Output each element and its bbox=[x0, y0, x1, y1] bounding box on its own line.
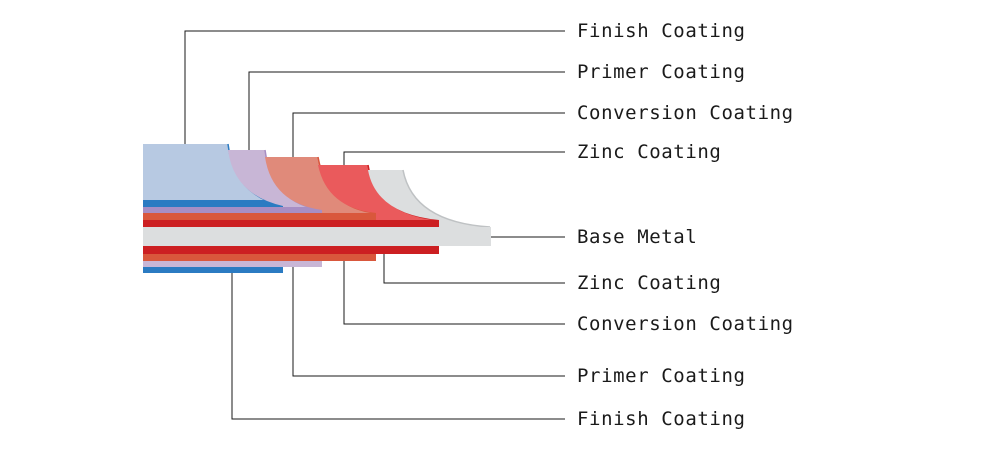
conversion-coating-top-stripe bbox=[143, 213, 376, 220]
base-metal-curve bbox=[402, 169, 491, 228]
leader-top-zinc bbox=[343, 151, 565, 165]
label-bottom-conversion-coating: Conversion Coating bbox=[577, 313, 794, 335]
finish-coating-top-face bbox=[143, 144, 283, 208]
label-bottom-zinc-coating: Zinc Coating bbox=[577, 272, 722, 294]
primer-coating-top-stripe bbox=[143, 207, 322, 213]
label-top-finish-coating: Finish Coating bbox=[577, 20, 746, 42]
conversion-coating-top-face bbox=[143, 157, 376, 220]
label-top-conversion-coating: Conversion Coating bbox=[577, 102, 794, 124]
label-top-primer-coating: Primer Coating bbox=[577, 61, 746, 83]
finish-coating-top-stripe bbox=[143, 200, 283, 208]
zinc-coating-top-face bbox=[143, 165, 439, 226]
leader-bottom-primer bbox=[292, 267, 565, 377]
leader-top-conversion bbox=[292, 112, 565, 157]
conversion-coating-bottom-stripe bbox=[143, 254, 376, 261]
base-metal-core bbox=[143, 227, 491, 246]
leader-top-primer bbox=[248, 71, 565, 150]
label-base-metal: Base Metal bbox=[577, 226, 698, 248]
leader-top-finish bbox=[184, 30, 565, 144]
label-bottom-primer-coating: Primer Coating bbox=[577, 365, 746, 387]
primer-coating-bottom-stripe bbox=[143, 261, 322, 267]
label-top-zinc-coating: Zinc Coating bbox=[577, 141, 722, 163]
leader-bottom-zinc bbox=[383, 254, 565, 284]
finish-coating-bottom-stripe bbox=[143, 267, 283, 273]
primer-coating-top-face bbox=[143, 150, 322, 214]
base-metal-curve-face bbox=[368, 170, 490, 228]
leader-bottom-finish bbox=[231, 273, 565, 420]
leader-bottom-conversion bbox=[343, 261, 565, 325]
zinc-coating-top-stripe bbox=[143, 220, 439, 227]
label-bottom-finish-coating: Finish Coating bbox=[577, 408, 746, 430]
zinc-coating-bottom-stripe bbox=[143, 246, 439, 254]
